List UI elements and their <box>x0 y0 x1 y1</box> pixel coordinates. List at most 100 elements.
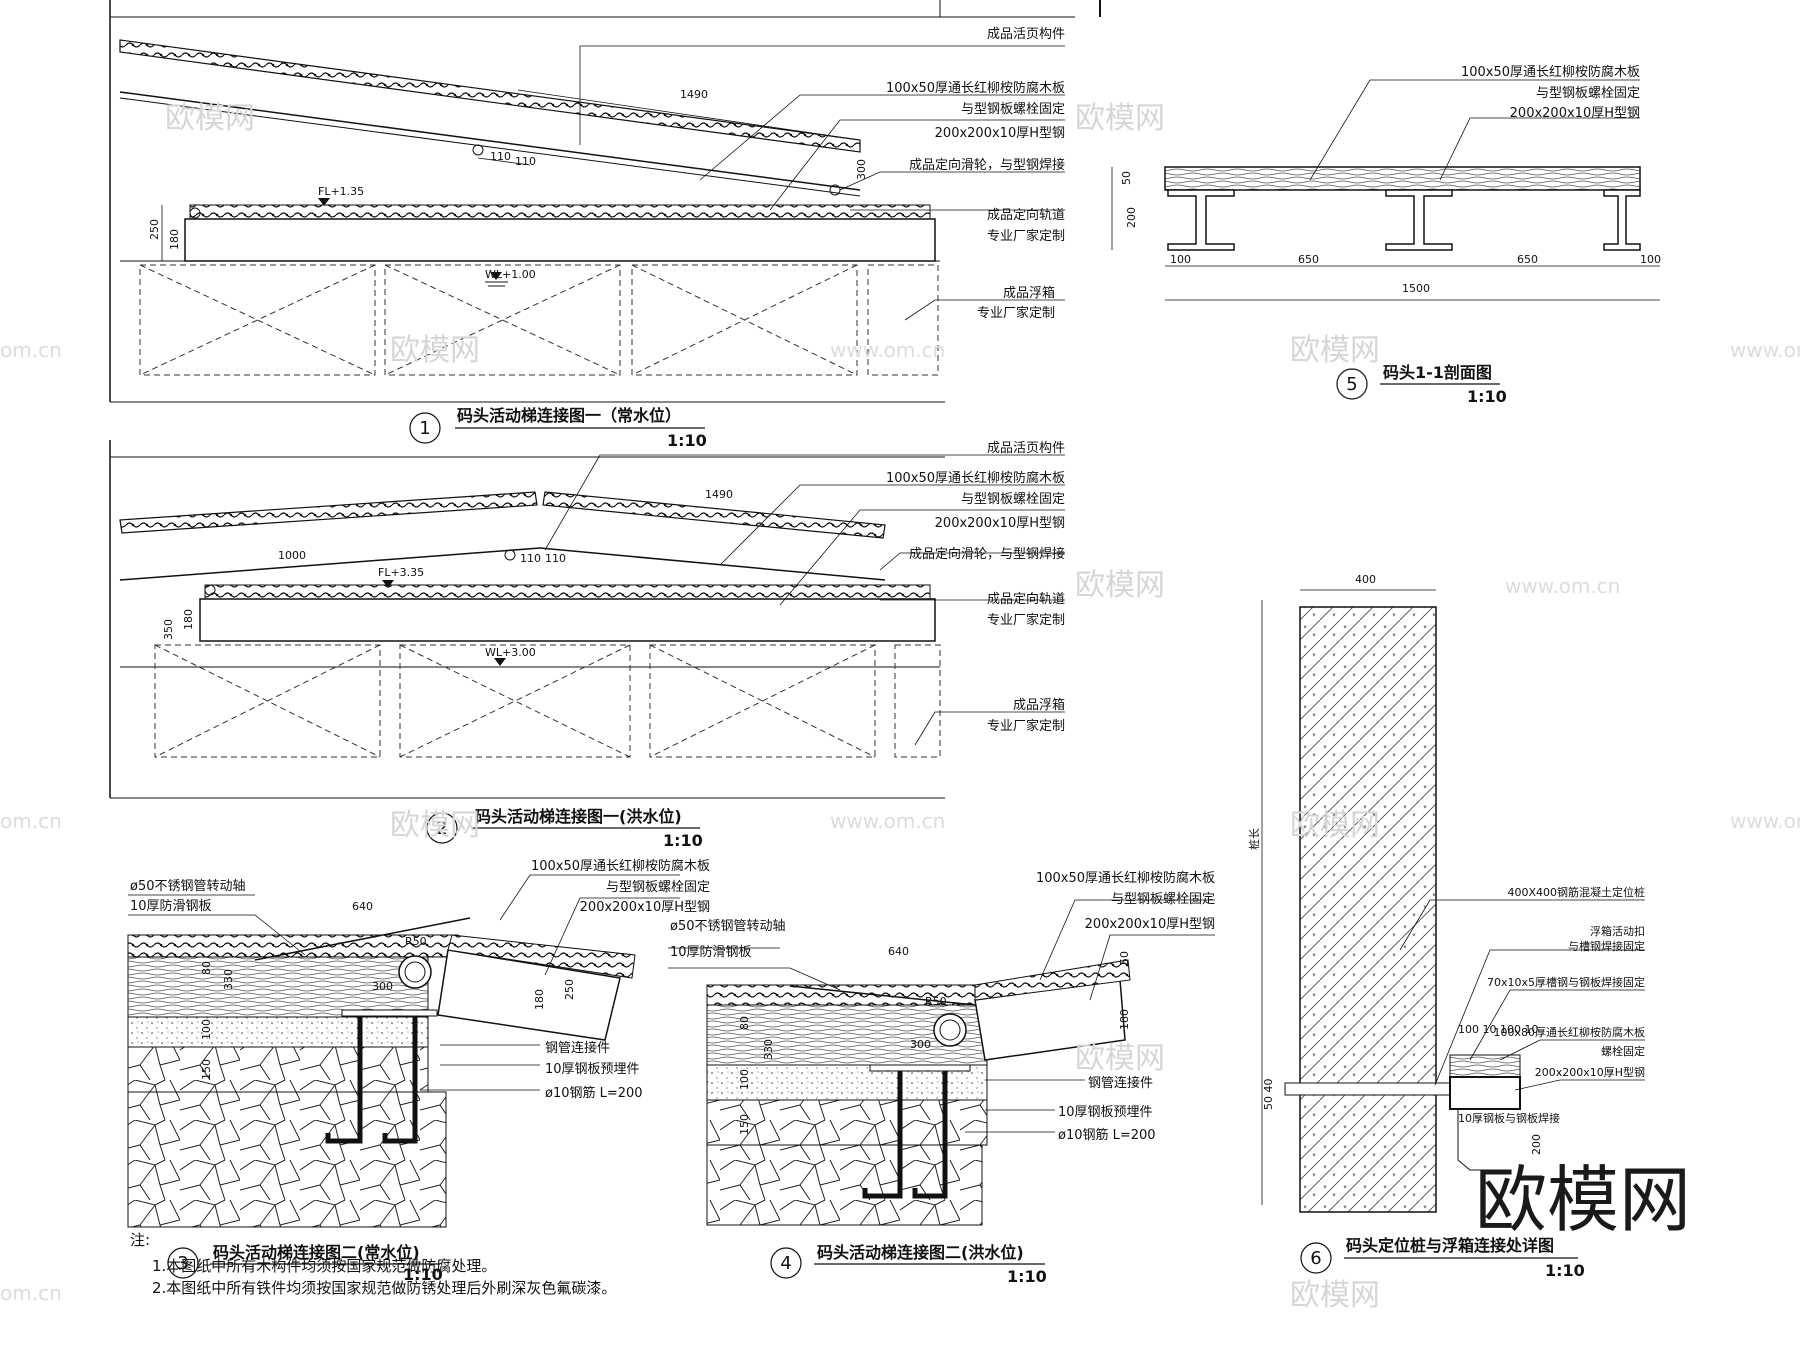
label-track-1: 成品定向轨道 <box>987 207 1065 223</box>
watermark-site-7: om.cn <box>0 809 62 833</box>
label-hsteel2: 200x200x10厚H型钢 <box>1535 1065 1645 1079</box>
dim-650-5a: 650 <box>1298 253 1319 266</box>
label-pile: 400X400钢筋混凝土定位桩 <box>1507 885 1645 899</box>
dim-1490-a: 1490 <box>680 88 708 101</box>
dim-150-3: 150 <box>200 1059 213 1080</box>
dim-110-b: 110 <box>515 155 536 168</box>
watermark-site-4: www.om.cn <box>830 809 945 833</box>
notes-head: 注: <box>130 1231 151 1249</box>
label-board80: 100x80厚通长红柳桉防腐木板 <box>1493 1025 1645 1039</box>
dim-1490-b: 1490 <box>705 488 733 501</box>
dim-180-4: 180 <box>1118 1009 1131 1030</box>
watermark-1: 欧模网 <box>165 101 255 136</box>
dim-330-4: 330 <box>762 1039 775 1060</box>
drawing-scale-1: 1:10 <box>667 431 707 450</box>
dim-400: 400 <box>1355 573 1376 586</box>
label-embed-3: 10厚钢板预埋件 <box>545 1062 640 1077</box>
label-plate10: 10厚钢板与钢板焊接 <box>1458 1111 1560 1125</box>
dim-180-b: 180 <box>182 609 195 630</box>
label-channel: 70x10x5厚槽钢与钢板焊接固定 <box>1487 975 1645 989</box>
dim-1500: 1500 <box>1402 282 1430 295</box>
drawing-title-5: 码头1-1剖面图 <box>1383 363 1492 382</box>
label-embed-4: 10厚钢板预埋件 <box>1058 1105 1153 1120</box>
dim-330-3: 330 <box>222 969 235 990</box>
dim-110-d: 110 <box>545 552 566 565</box>
level-fl1: FL+1.35 <box>318 185 364 198</box>
label-hsteel-4: 200x200x10厚H型钢 <box>1085 917 1215 932</box>
label-antislip-4: 10厚防滑钢板 <box>670 944 752 960</box>
dim-50-4: 50 <box>1118 951 1131 965</box>
label-factory-2: 专业厂家定制 <box>987 612 1065 628</box>
watermark-6: 欧模网 <box>390 808 480 843</box>
label-hinge-1: 成品活页构件 <box>987 27 1065 42</box>
dim-150-4: 150 <box>738 1114 751 1135</box>
label-shaft-4: ø50不锈钢管转动轴 <box>670 919 786 934</box>
dim-50-40: 50 40 <box>1262 1079 1275 1111</box>
drawing-6: 400X400钢筋混凝土定位桩 浮箱活动扣 与槽钢焊接固定 70x10x5厚槽钢… <box>1247 573 1645 1280</box>
dim-80-3: 80 <box>200 961 213 975</box>
label-pipejoint-3: 钢管连接件 <box>545 1040 610 1056</box>
drawing-title-4: 码头活动梯连接图二(洪水位) <box>817 1243 1024 1262</box>
drawing-scale-5: 1:10 <box>1467 387 1507 406</box>
label-float-2: 成品浮箱 <box>1013 697 1065 713</box>
label-float-1: 成品浮箱 <box>1003 285 1055 301</box>
watermark-site-8: om.cn <box>0 1281 62 1305</box>
dim-640-3: 640 <box>352 900 373 913</box>
label-hsteel-3: 200x200x10厚H型钢 <box>580 900 710 915</box>
dim-100-5b: 100 <box>1640 253 1661 266</box>
level-wl1: WL+1.00 <box>485 268 536 281</box>
dim-80-4: 80 <box>738 1016 751 1030</box>
drawing-number-3: 3 <box>177 1253 188 1274</box>
watermark-5: 欧模网 <box>1075 568 1165 603</box>
label-board-3: 100x50厚通长红柳桉防腐木板 <box>531 858 710 874</box>
watermark-4: 欧模网 <box>1290 333 1380 368</box>
label-boltfix: 螺栓固定 <box>1601 1044 1645 1058</box>
drawing-title-6: 码头定位桩与浮箱连接处详图 <box>1346 1236 1554 1255</box>
dim-650-5b: 650 <box>1517 253 1538 266</box>
label-pulley-2: 成品定向滑轮，与型钢焊接 <box>909 546 1065 562</box>
watermark-2: 欧模网 <box>1075 101 1165 136</box>
label-board-4: 100x50厚通长红柳桉防腐木板 <box>1036 870 1215 886</box>
drawing-5: 100x50厚通长红柳桉防腐木板 与型钢板螺栓固定 200x200x10厚H型钢… <box>1111 64 1661 406</box>
watermark-site-3: www.om.cn <box>1505 574 1620 598</box>
dim-300-3: 300 <box>372 980 393 993</box>
watermark-site-2: www.om.cn <box>1730 338 1800 362</box>
watermark-9: 欧模网 <box>1290 1278 1380 1313</box>
watermark-site-5: www.om.cn <box>1730 809 1800 833</box>
dim-200-6: 200 <box>1530 1134 1543 1155</box>
label-board-2: 100x50厚通长红柳桉防腐木板 <box>886 470 1065 486</box>
watermark-logo: 欧模网 <box>1475 1158 1691 1242</box>
dim-350: 350 <box>162 619 175 640</box>
label-board-5: 100x50厚通长红柳桉防腐木板 <box>1461 64 1640 80</box>
note-2: 2.本图纸中所有铁件均须按国家规范做防锈处理后外刷深灰色氟碳漆。 <box>152 1279 617 1297</box>
label-pilelen: 桩长 <box>1247 828 1261 850</box>
dim-110-a: 110 <box>490 150 511 163</box>
dim-100-3: 100 <box>200 1019 213 1040</box>
level-wl2: WL+3.00 <box>485 646 536 659</box>
label-pulley-1: 成品定向滑轮，与型钢焊接 <box>909 157 1065 173</box>
dim-180-3: 180 <box>533 989 546 1010</box>
drawing-scale-2: 1:10 <box>663 831 703 850</box>
drawing-scale-3: 1:10 <box>403 1265 443 1284</box>
dim-50-5: 50 <box>1120 171 1133 185</box>
label-guide1: 浮箱活动扣 <box>1590 924 1645 938</box>
drawing-title-1: 码头活动梯连接图一（常水位） <box>457 406 681 425</box>
label-bolt-5: 与型钢板螺栓固定 <box>1536 86 1640 101</box>
drawing-3: ø50不锈钢管转动轴 10厚防滑钢板 100x50厚通长红柳桉防腐木板 与型钢板… <box>127 858 710 1284</box>
dim-1000: 1000 <box>278 549 306 562</box>
drawing-number-2: 2 <box>436 818 447 839</box>
dim-100-4: 100 <box>738 1069 751 1090</box>
note-1: 1.本图纸中所有木构件均须按国家规范做防腐处理。 <box>152 1257 497 1275</box>
label-hsteel-1: 200x200x10厚H型钢 <box>935 126 1065 141</box>
label-antislip-3: 10厚防滑钢板 <box>130 898 212 914</box>
dim-300: 300 <box>855 159 868 180</box>
drawing-title-2: 码头活动梯连接图一(洪水位) <box>475 807 682 826</box>
label-guide2: 与槽钢焊接固定 <box>1568 939 1645 953</box>
drawing-1: 成品活页构件 100x50厚通长红柳桉防腐木板 与型钢板螺栓固定 200x200… <box>109 0 1101 450</box>
drawing-number-4: 4 <box>780 1253 791 1274</box>
drawing-scale-4: 1:10 <box>1007 1267 1047 1286</box>
label-bolt-4: 与型钢板螺栓固定 <box>1111 892 1215 907</box>
level-fl2: FL+3.35 <box>378 566 424 579</box>
drawing-number-6: 6 <box>1310 1248 1321 1269</box>
